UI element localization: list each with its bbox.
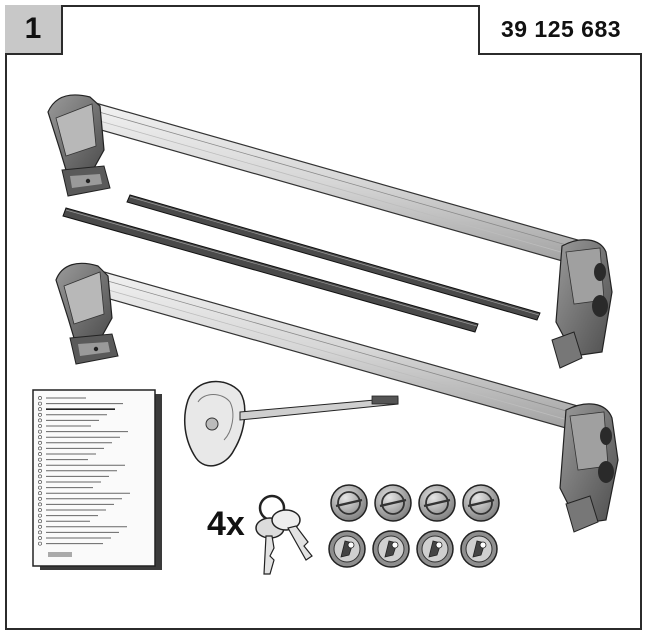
lock-cover <box>328 530 366 568</box>
manual-line <box>38 440 112 445</box>
roof-bar-upper <box>47 94 613 369</box>
manual-line <box>38 396 86 400</box>
lock-covers-row-bottom <box>328 530 498 568</box>
manual-line <box>38 446 104 451</box>
manual-line <box>38 519 90 524</box>
lock-cover <box>460 530 498 568</box>
manual-line <box>38 508 106 512</box>
manual-line <box>38 496 122 501</box>
manual-line <box>38 524 127 529</box>
manual-line <box>38 424 91 428</box>
keys <box>255 494 313 575</box>
torque-tool <box>183 380 399 467</box>
manual-line <box>38 530 119 535</box>
manual-line <box>38 418 99 423</box>
manual-language-list <box>38 396 130 546</box>
end-cap <box>330 484 368 522</box>
manual-line <box>38 457 88 462</box>
manual-line <box>38 502 114 507</box>
manual-line <box>38 401 123 406</box>
manual-line <box>38 536 111 540</box>
end-cap <box>462 484 500 522</box>
manual-line <box>38 429 128 434</box>
roof-bar-lower <box>55 262 619 533</box>
manual-line <box>38 480 101 484</box>
manual-line <box>38 491 130 496</box>
step-number: 1 <box>5 5 63 55</box>
manual-line <box>38 452 96 456</box>
end-cap <box>374 484 412 522</box>
installation-manual <box>32 389 162 570</box>
part-number: 39 125 683 <box>478 5 642 55</box>
manual-line <box>38 485 93 490</box>
end-cap <box>418 484 456 522</box>
manual-line <box>38 474 109 479</box>
rubber-strips <box>62 194 541 333</box>
manual-line <box>38 541 103 546</box>
lock-cover <box>372 530 410 568</box>
end-caps-row-top <box>330 484 500 522</box>
manual-line <box>38 407 115 412</box>
manual-line <box>38 412 107 417</box>
manual-line <box>38 468 117 473</box>
manual-line <box>38 435 120 440</box>
key-quantity: 4x <box>207 505 245 543</box>
lock-cover <box>416 530 454 568</box>
manual-line <box>38 513 98 518</box>
manual-line <box>38 463 125 468</box>
